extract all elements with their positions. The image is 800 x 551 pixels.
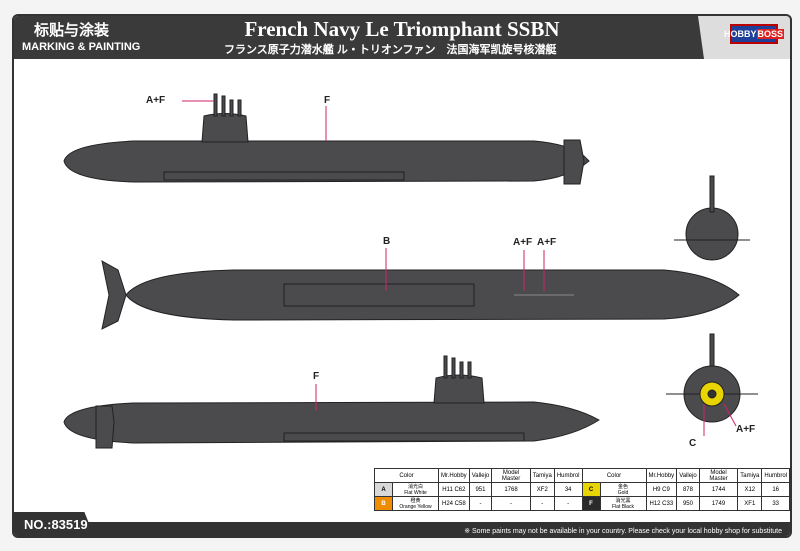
page-title: French Navy Le Triomphant SSBN [244, 17, 560, 41]
col-header: Vallejo [468, 468, 493, 483]
tamiya-code: XF1 [737, 496, 763, 511]
mrhobby-code: H9 C9 [645, 482, 678, 497]
callout-label: C [689, 438, 697, 449]
color-name-cn: 消光白 [407, 483, 423, 490]
modelmaster-code: 1768 [491, 482, 531, 497]
color-name-en: Gold [617, 489, 629, 496]
vallejo-code: 878 [676, 482, 700, 497]
humbrol-code: 16 [761, 482, 790, 497]
color-name-en: Orange Yellow [399, 503, 432, 510]
submarine-side-view-bottom [63, 355, 600, 449]
kit-number: NO.:83519 [14, 512, 94, 536]
logo-text-a: HOBBY [723, 29, 757, 39]
submarine-top-view [101, 260, 740, 330]
humbrol-code: - [553, 496, 583, 511]
callout-label: A+F [736, 424, 756, 435]
mrhobby-code: H11 C62 [438, 482, 470, 497]
modelmaster-code: 1749 [698, 496, 739, 511]
callout-lines [182, 100, 737, 436]
paint-availability-note: ※ Some paints may not be available in yo… [464, 528, 782, 535]
humbrol-code: 33 [761, 496, 790, 511]
col-header: Model Master [491, 468, 531, 483]
color-name-cn: 金色 [617, 483, 628, 490]
submarine-side-view-top [63, 93, 590, 185]
callout-label: A+F [513, 237, 533, 248]
color-code-b: B [374, 496, 393, 511]
modelmaster-code: 1744 [698, 482, 739, 497]
color-name-en: Flat Black [612, 503, 634, 510]
footer-bar: ※ Some paints may not be available in yo… [14, 522, 790, 536]
vallejo-code: 950 [676, 496, 700, 511]
vallejo-code: 951 [468, 482, 493, 497]
color-code-a: A [374, 482, 393, 497]
submarine-drawings [63, 93, 758, 449]
tamiya-code: X12 [737, 482, 763, 497]
col-header: Tamiya [529, 468, 555, 483]
callout-label: B [383, 236, 391, 247]
logo-text-b: BOSS [756, 29, 785, 39]
col-header: Vallejo [676, 468, 700, 483]
tamiya-code: XF2 [529, 482, 555, 497]
color-code-c: C [581, 482, 601, 497]
vallejo-code: - [468, 496, 493, 511]
col-header: Color [581, 468, 647, 483]
instruction-sheet: 标贴与涂装 MARKING & PAINTING French Navy Le … [12, 14, 792, 538]
callout-label: A+F [146, 95, 166, 106]
col-header: Humbrol [553, 468, 583, 483]
col-header: Mr.Hobby [438, 468, 470, 483]
callout-label: F [313, 371, 320, 382]
callout-label: F [324, 95, 331, 106]
page-subtitle: フランス原子力潜水艦 ル・トリオンファン 法国海军凯旋号核潜艇 [224, 44, 557, 56]
color-code-f: F [581, 496, 601, 511]
chinese-section-title: 标贴与涂装 [34, 22, 110, 39]
col-header: Mr.Hobby [645, 468, 678, 483]
color-name-cn: 消光黑 [615, 497, 631, 504]
color-name-en: Flat White [404, 489, 427, 496]
col-header: Tamiya [737, 468, 763, 483]
modelmaster-code: - [491, 496, 531, 511]
color-name-cn: 橙黄 [410, 497, 421, 504]
submarine-rear-view [666, 333, 758, 423]
header-bar: 标贴与涂装 MARKING & PAINTING French Navy Le … [14, 16, 790, 59]
col-header: Color [374, 468, 439, 483]
section-title: MARKING & PAINTING [22, 41, 141, 53]
mrhobby-code: H12 C33 [645, 496, 678, 511]
callout-label: A+F [537, 237, 557, 248]
col-header: Humbrol [761, 468, 790, 483]
mrhobby-code: H24 C58 [438, 496, 470, 511]
submarine-front-view [674, 175, 750, 261]
tamiya-code: - [529, 496, 555, 511]
col-header: Model Master [698, 468, 739, 483]
humbrol-code: 34 [553, 482, 583, 497]
